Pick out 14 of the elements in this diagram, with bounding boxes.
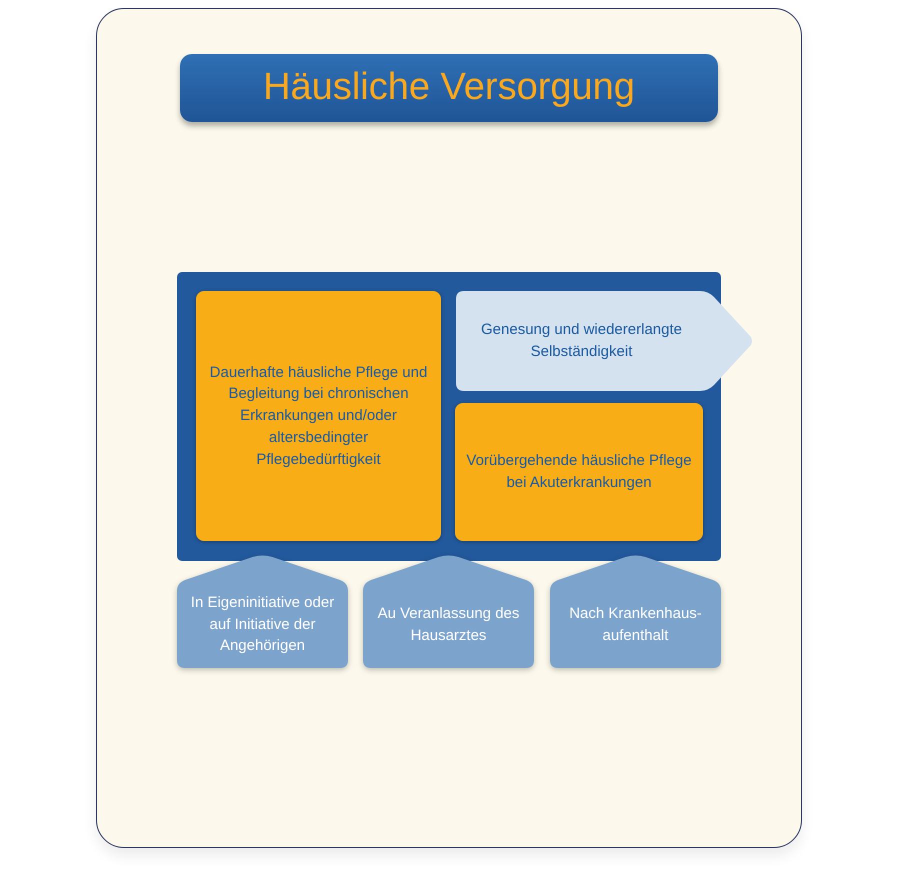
arrow-shaped-box bbox=[456, 291, 753, 391]
house-shaped-box bbox=[363, 555, 534, 668]
title: Häusliche Versorgung bbox=[263, 65, 635, 110]
process-box bbox=[196, 291, 441, 541]
house-shaped-box bbox=[550, 555, 721, 668]
process-box bbox=[455, 403, 703, 541]
box-text: In Eigeninitiative oder auf Initiative der Angehörigen bbox=[190, 592, 336, 656]
box-text: Dauerhafte häusliche Pflege und Begleitung bei chronischen Erkrankungen und/oder altersbedingter Pflegebedürftigkeit bbox=[208, 362, 428, 470]
box-text: Vorübergehende häusliche Pflege bei Akuterkrankungen bbox=[465, 451, 693, 493]
box-text: Genesung und wiedererlangte Selbständigkeit bbox=[480, 320, 683, 362]
box-text: Au Veranlassung des Hausarztes bbox=[376, 604, 520, 646]
house-shaped-box bbox=[177, 555, 348, 668]
box-text: Nach Krankenhaus- aufenthalt bbox=[568, 604, 703, 646]
title-banner bbox=[180, 54, 718, 122]
